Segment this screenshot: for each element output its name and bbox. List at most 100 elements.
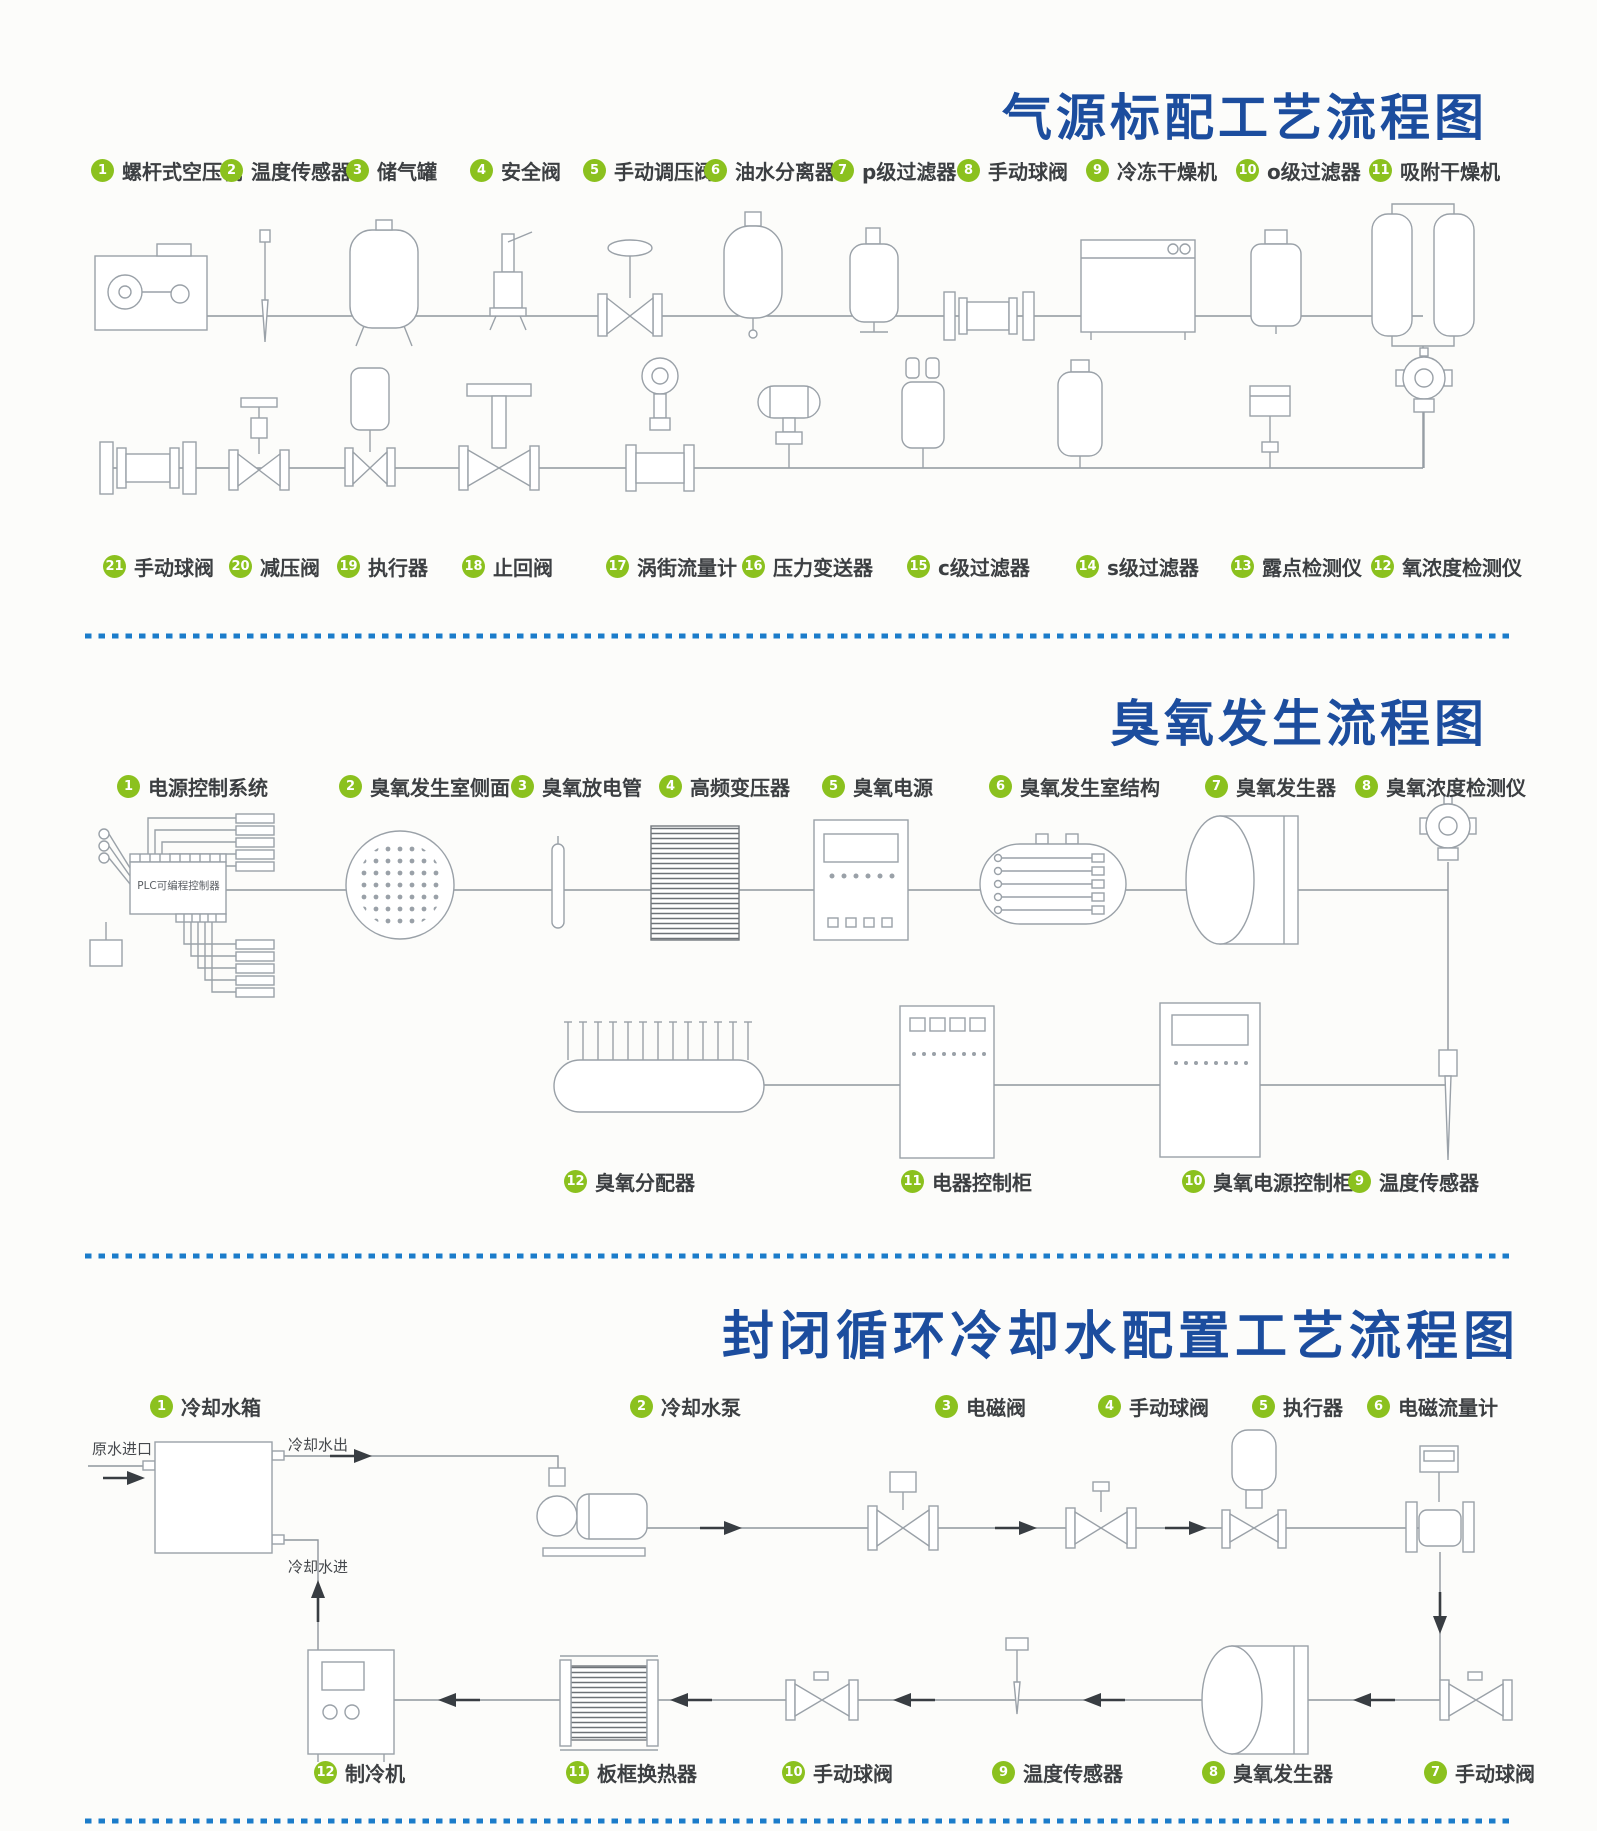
vortex-flowmeter-icon [625,357,695,492]
temperature-sensor-icon [1005,1637,1029,1715]
legend-cool-r2-12: 12 制冷机 [314,1758,405,1787]
item-label: 臭氧发生室结构 [1020,776,1160,800]
electromagnetic-flowmeter-icon [1405,1445,1475,1553]
legend-gas-r1-4: 4 安全阀 [470,156,561,185]
ozone-distributor-icon [553,1021,765,1113]
item-label: s级过滤器 [1107,556,1199,580]
legend-cool-r1-6: 6 电磁流量计 [1367,1392,1498,1421]
manual-pressure-regulating-valve-icon [597,239,663,337]
tank-cooling-water-out-label: 冷却水出 [288,1436,349,1454]
item-label: 压力变送器 [773,556,873,580]
item-label: c级过滤器 [938,556,1030,580]
item-label: o级过滤器 [1267,160,1361,184]
item-label: 臭氧发生器 [1236,776,1336,800]
item-label: 冷却水泵 [661,1396,741,1420]
refrigerated-dryer-icon [1080,239,1196,340]
item-number-badge: 12 [314,1761,337,1784]
item-number-badge: 11 [901,1170,924,1193]
item-label: 制冷机 [345,1762,405,1786]
item-number-badge: 7 [1205,775,1228,798]
cooling-water-pump-icon [536,1467,648,1557]
item-number-badge: 18 [462,555,485,578]
ozone-chamber-structure-icon [979,833,1127,925]
legend-gas-r1-10: 10 o级过滤器 [1236,156,1361,185]
item-label: 安全阀 [501,160,561,184]
item-label: 臭氧放电管 [542,776,642,800]
p-grade-filter-icon [849,227,899,333]
plc-control-system-icon [89,813,275,998]
manual-ball-valve-icon [1065,1481,1137,1549]
manual-ball-valve-icon [943,291,1035,341]
item-number-badge: 4 [470,159,493,182]
pressure-reducing-valve-icon [228,397,290,491]
electric-control-cabinet-icon [899,1005,995,1159]
item-label: 电源控制系统 [148,776,268,800]
item-label: 臭氧电源控制柜 [1213,1171,1353,1195]
adsorption-dryer-icon [1371,203,1475,347]
check-valve-icon [458,383,540,491]
item-number-badge: 2 [630,1395,653,1418]
item-label: 冷冻干燥机 [1117,160,1217,184]
s-grade-filter-icon [1057,359,1103,468]
ozone-generator-icon [1185,815,1299,945]
hf-transformer-icon [650,825,740,941]
item-label: 手动球阀 [988,160,1068,184]
item-label: 油水分离器 [735,160,835,184]
item-number-badge: 1 [150,1395,173,1418]
item-label: 电磁流量计 [1398,1396,1498,1420]
temperature-sensor-icon [259,229,271,343]
item-label: 板框换热器 [597,1762,697,1786]
item-number-badge: 21 [103,555,126,578]
item-label: 臭氧发生室侧面 [370,776,510,800]
item-label: 涡街流量计 [637,556,737,580]
dew-point-detector-icon [1249,385,1291,468]
legend-gas-r1-6: 6 油水分离器 [704,156,835,185]
item-label: 臭氧发生器 [1233,1762,1333,1786]
legend-ozone-r1-2: 2 臭氧发生室侧面 [339,772,510,801]
item-number-badge: 5 [583,159,606,182]
item-number-badge: 7 [831,159,854,182]
item-number-badge: 19 [337,555,360,578]
item-number-badge: 6 [1367,1395,1390,1418]
item-number-badge: 8 [957,159,980,182]
item-number-badge: 7 [1424,1761,1447,1784]
legend-cool-r1-2: 2 冷却水泵 [630,1392,741,1421]
pressure-transmitter-icon [757,385,821,468]
item-number-badge: 2 [339,775,362,798]
legend-gas-r1-7: 7 p级过滤器 [831,156,956,185]
item-number-badge: 10 [1236,159,1259,182]
item-number-badge: 10 [1182,1170,1205,1193]
section-title-cooling: 封闭循环冷却水配置工艺流程图 [722,1307,1521,1367]
section-title-gas: 气源标配工艺流程图 [1002,89,1488,147]
item-number-badge: 20 [229,555,252,578]
item-label: p级过滤器 [862,160,957,184]
oxygen-concentration-detector-icon [1395,347,1453,468]
item-number-badge: 5 [1252,1395,1275,1418]
item-number-badge: 8 [1355,775,1378,798]
item-number-badge: 1 [91,159,114,182]
item-number-badge: 6 [704,159,727,182]
section-divider-dashed [85,633,1512,1824]
tank-raw-water-inlet-label: 原水进口 [92,1440,153,1458]
item-number-badge: 9 [1348,1170,1371,1193]
